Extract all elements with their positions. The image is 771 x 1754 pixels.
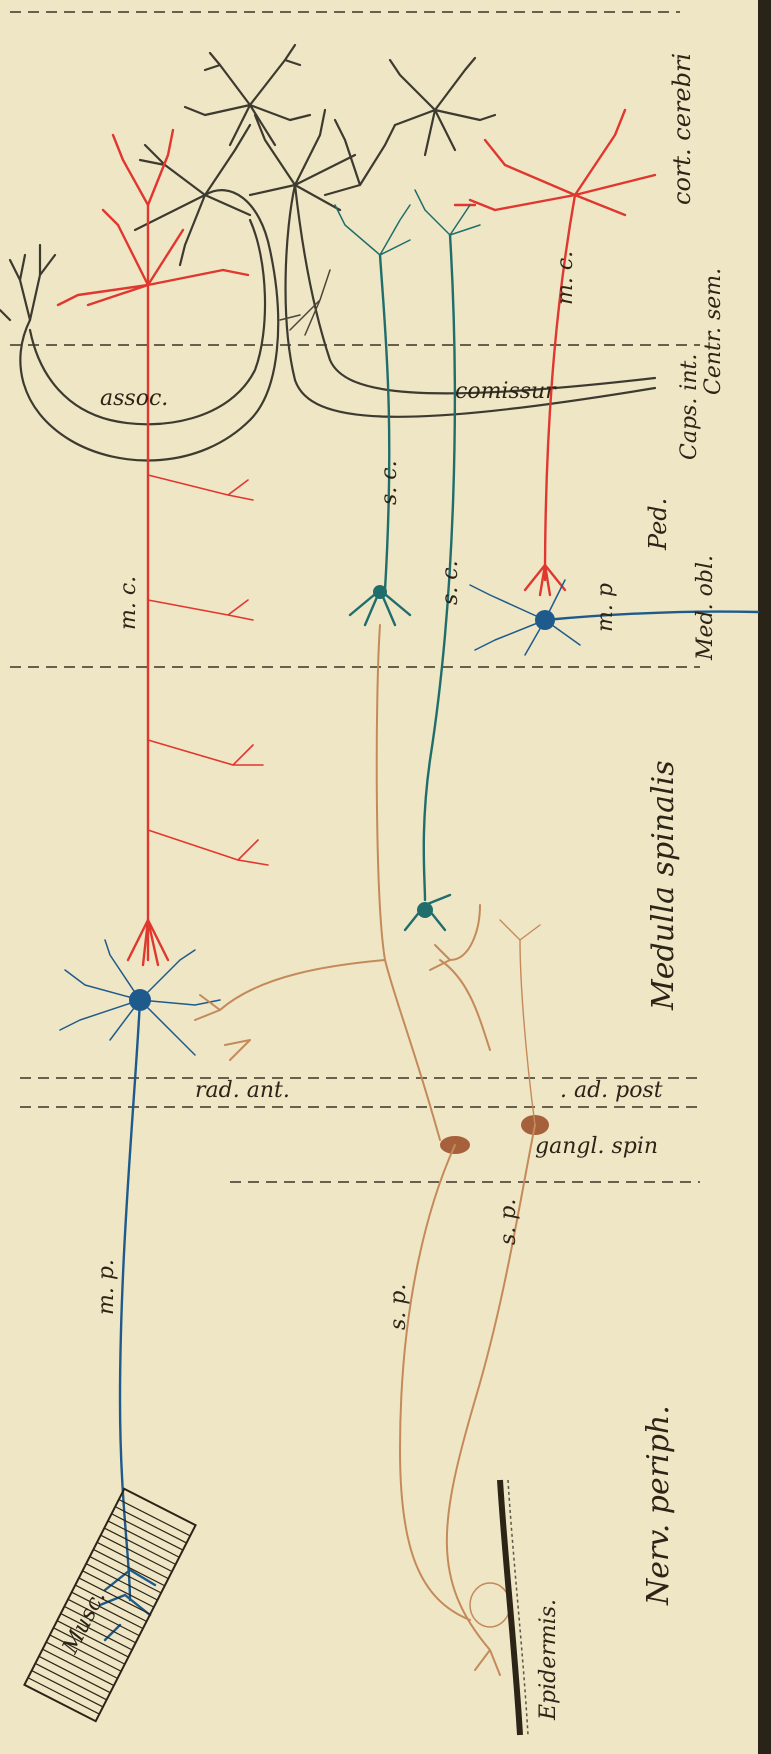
label-nerv-periph: Nerv. periph. — [641, 1405, 676, 1606]
sensory-central-soma-right — [417, 902, 433, 918]
label-mp-right: m. p — [593, 583, 618, 632]
label-sp-left: s. p. — [386, 1284, 411, 1330]
label-med-obl: Med. obl. — [693, 555, 718, 661]
label-epidermis: Epidermis. — [536, 1599, 561, 1721]
label-sc-lower: s. c. — [438, 560, 463, 605]
label-medulla-spinalis: Medulla spinalis — [646, 760, 681, 1011]
label-rad-ant: rad. ant. — [195, 1078, 290, 1103]
page-edge — [758, 0, 771, 1754]
label-assoc: assoc. — [100, 386, 168, 411]
label-mc-upper: m. c. — [553, 251, 578, 305]
label-centr-sem: Centr. sem. — [701, 268, 726, 395]
label-rad-post: . ad. post — [560, 1078, 663, 1103]
label-sc-upper: s. c. — [377, 460, 402, 505]
label-gangl-spin: gangl. spin — [535, 1134, 658, 1159]
label-caps-int: Caps. int. — [677, 354, 702, 460]
label-mp-left: m. p. — [94, 1259, 119, 1315]
label-comissur: comissur — [455, 379, 557, 404]
label-sp-right: s. p. — [496, 1199, 521, 1245]
label-mc-left: m. c. — [116, 576, 141, 630]
sensory-central-soma-left — [373, 585, 387, 599]
label-cort-cerebri: cort. cerebri — [668, 53, 696, 205]
label-ped: Ped. — [644, 498, 672, 551]
